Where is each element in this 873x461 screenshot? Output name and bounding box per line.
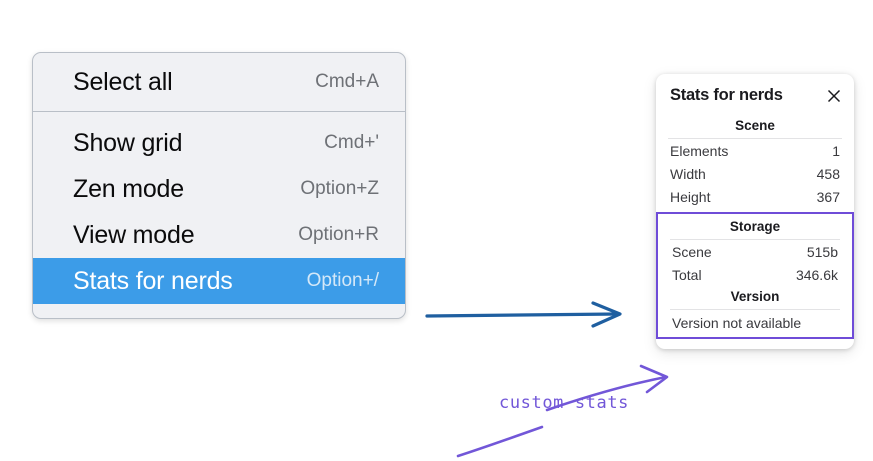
custom-stats-outline: Storage Scene 515b Total 346.6k Version …: [656, 212, 854, 339]
stat-key: Elements: [670, 142, 729, 159]
stat-key: Scene: [672, 243, 712, 260]
stat-row: Total 346.6k: [658, 263, 852, 286]
stat-value: 458: [816, 165, 840, 182]
menu-item-label: Zen mode: [73, 174, 184, 203]
menu-item-label: Stats for nerds: [73, 266, 233, 295]
menu-item-label: View mode: [73, 220, 195, 249]
context-menu: Select all Cmd+A Show grid Cmd+' Zen mod…: [32, 52, 406, 319]
menu-section-2: Show grid Cmd+' Zen mode Option+Z View m…: [33, 112, 405, 318]
panel-title-row: Stats for nerds: [656, 86, 854, 105]
menu-item-shortcut: Option+/: [306, 270, 379, 291]
menu-item-shortcut: Cmd+': [324, 132, 379, 153]
purple-underline-stroke: [456, 425, 544, 458]
menu-item-label: Select all: [73, 67, 173, 96]
section-rule: [668, 138, 842, 139]
stat-row: Scene 515b: [658, 240, 852, 263]
panel-title: Stats for nerds: [670, 86, 783, 104]
menu-item-zen-mode[interactable]: Zen mode Option+Z: [33, 166, 405, 212]
stats-section-version: Version Version not available: [658, 286, 852, 333]
stats-section-storage: Storage Scene 515b Total 346.6k: [658, 216, 852, 286]
version-value: Version not available: [672, 315, 802, 331]
menu-item-shortcut: Option+Z: [300, 178, 379, 199]
stat-value: 346.6k: [795, 266, 838, 283]
menu-item-show-grid[interactable]: Show grid Cmd+': [33, 120, 405, 166]
stat-key: Total: [672, 266, 702, 283]
custom-stats-note: custom stats: [499, 393, 630, 413]
menu-item-shortcut: Option+R: [298, 224, 379, 245]
stat-value: 515b: [806, 243, 838, 260]
menu-item-select-all[interactable]: Select all Cmd+A: [33, 59, 405, 105]
menu-item-label: Show grid: [73, 128, 183, 157]
stats-for-nerds-panel: Stats for nerds Scene Elements 1 Width 4…: [656, 74, 854, 349]
stat-row: Height 367: [656, 185, 854, 208]
menu-section-1: Select all Cmd+A: [33, 59, 405, 111]
section-heading-storage: Storage: [729, 219, 781, 234]
stat-key: Height: [670, 188, 711, 205]
section-rule: [670, 309, 840, 310]
menu-item-shortcut: Cmd+A: [315, 71, 379, 92]
stat-row: Elements 1: [656, 139, 854, 162]
section-rule: [670, 239, 840, 240]
menu-item-view-mode[interactable]: View mode Option+R: [33, 212, 405, 258]
stat-value: 367: [816, 188, 840, 205]
section-heading-scene: Scene: [735, 118, 775, 133]
section-heading-version: Version: [730, 289, 780, 304]
stat-row: Width 458: [656, 162, 854, 185]
stat-value: 1: [832, 142, 840, 159]
menu-item-stats-for-nerds[interactable]: Stats for nerds Option+/: [33, 258, 405, 304]
menu-separator: [33, 111, 405, 112]
blue-pointer-arrow: [425, 301, 622, 328]
close-icon[interactable]: [826, 88, 842, 104]
stat-key: Width: [670, 165, 706, 182]
stats-section-scene: Scene Elements 1 Width 458 Height 367: [656, 115, 854, 208]
